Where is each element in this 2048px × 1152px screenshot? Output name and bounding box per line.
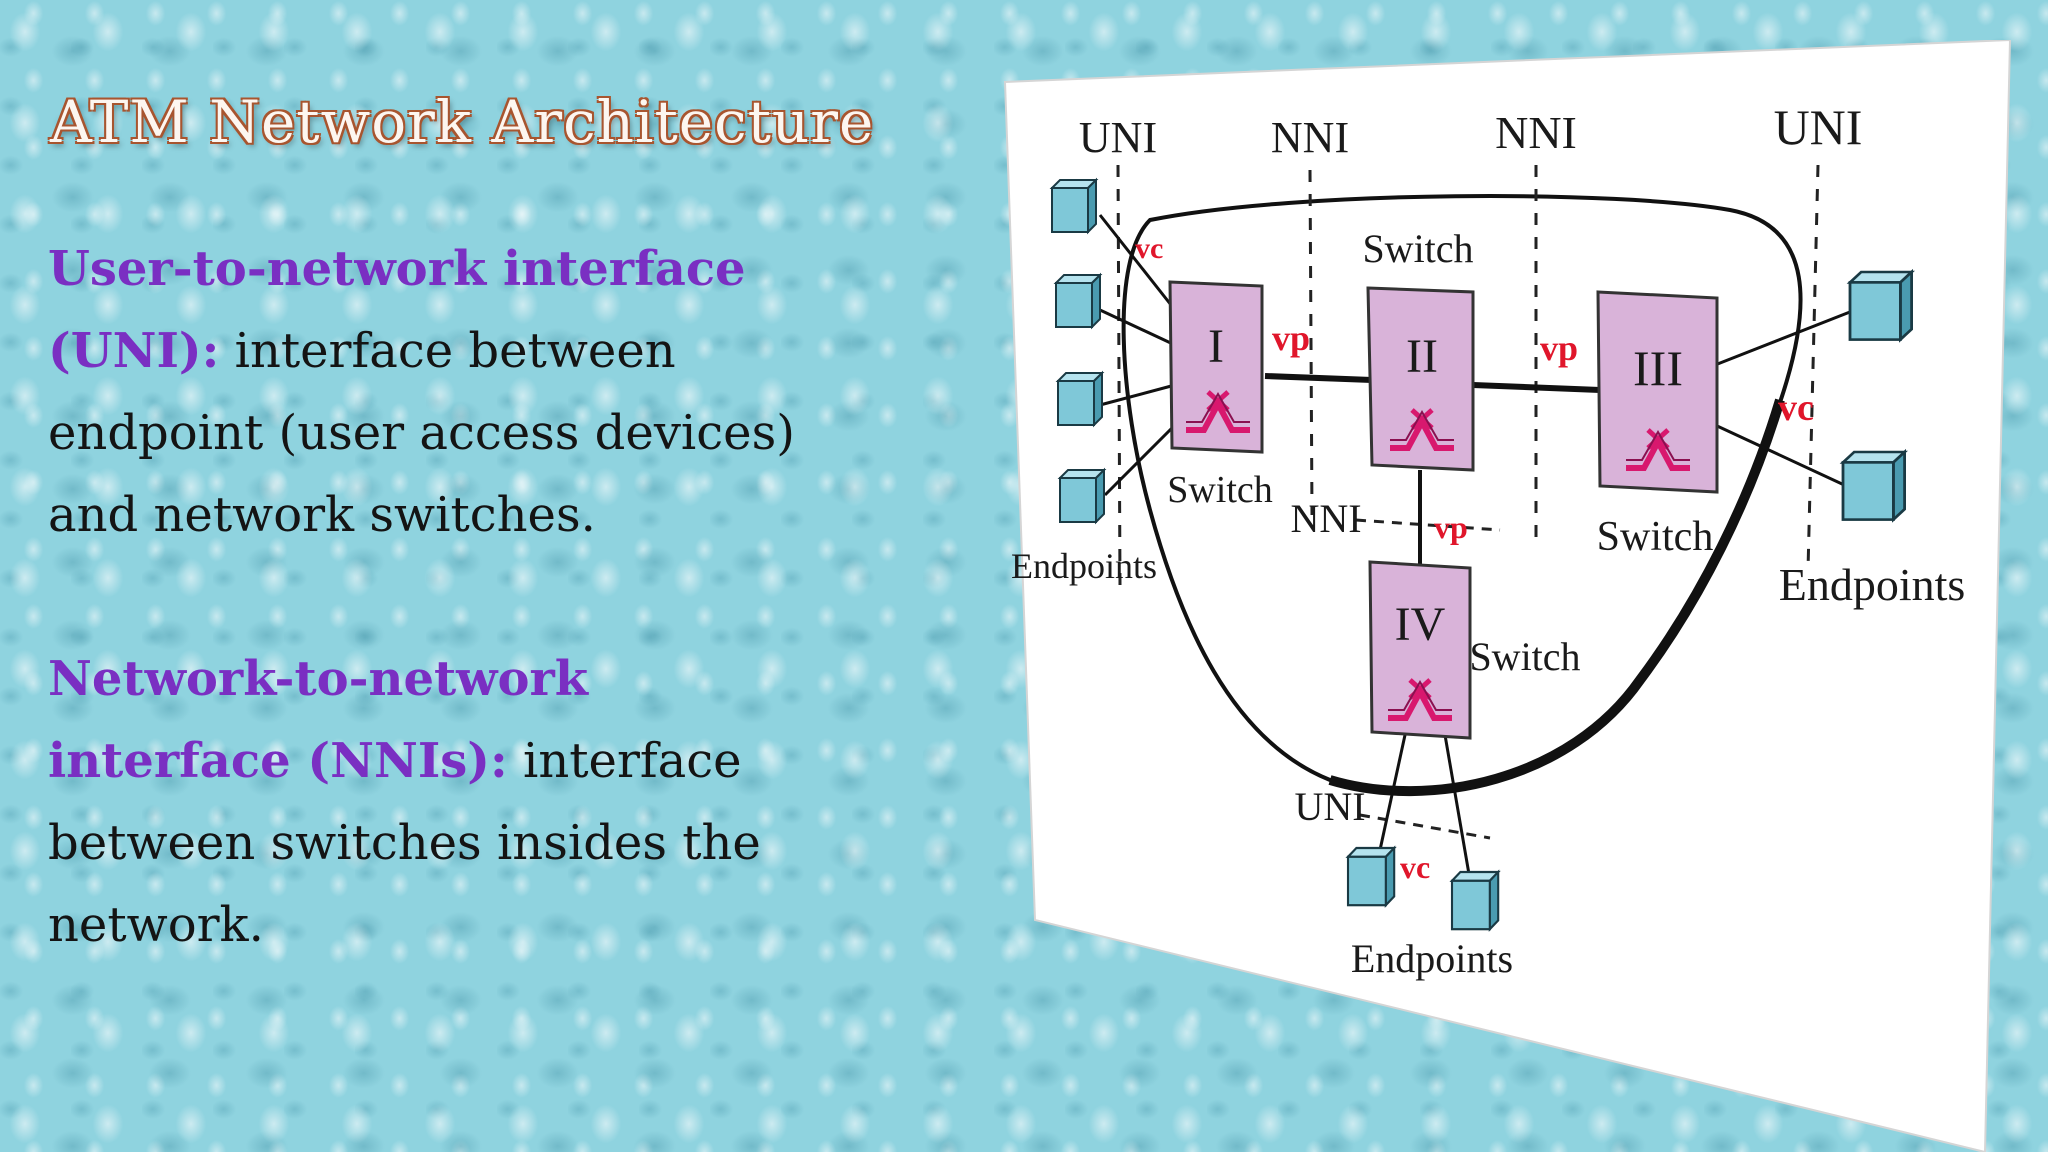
link-switch-1-2 [1264,373,1373,383]
switch-3: III Switch [1596,290,1719,560]
switch-2-label: Switch [1362,226,1473,271]
switch-3-numeral: III [1633,340,1683,396]
uni-dashed-line-right [1806,164,1820,571]
interface-label-nni-2: NNI [1495,107,1577,158]
link-ep-l4 [1103,418,1182,497]
interface-label-nni-3: NNI [1290,496,1361,541]
endpoint-right-1 [1848,270,1913,342]
endpoints-label-right: Endpoints [1779,559,1966,610]
network-boundary-heavy [1328,398,1785,797]
switch-4-numeral: IV [1395,598,1446,651]
connection-label-vc-left: vc [1135,232,1163,265]
link-ep-l2 [1099,308,1176,347]
endpoint-left-1 [1051,179,1097,233]
switch-4-label: Switch [1469,634,1580,679]
link-ep-l3 [1099,383,1176,407]
endpoint-left-3 [1057,372,1103,426]
interface-label-uni-left: UNI [1079,113,1157,162]
endpoint-bottom-1 [1346,846,1396,907]
diagram-canvas: I Switch II Switch III Switch IV Switch [1003,40,2012,1152]
nni-dashed-line-1 [1308,169,1314,516]
atm-network-diagram: I Switch II Switch III Switch IV Switch [1000,40,2020,1152]
endpoints-label-bottom: Endpoints [1351,936,1513,981]
link-ep-b1 [1378,734,1407,851]
uni-dashed-line-bottom [1359,813,1491,840]
switch-2-numeral: II [1406,330,1438,383]
switch-3-label: Switch [1597,514,1714,560]
endpoint-right-2 [1841,450,1906,521]
connection-label-vc-right: vc [1778,387,1814,429]
connection-label-vp-3: vp [1434,509,1468,545]
nni-description: interface between switches insides the n… [48,733,761,953]
uni-description: interface between endpoint (user access … [48,323,795,543]
switch-1: I Switch [1167,280,1273,511]
switch-2: II Switch [1362,226,1475,472]
switch-4: IV Switch [1368,560,1581,740]
connection-label-vp-1: vp [1272,318,1310,358]
slide-title: ATM Network Architecture [50,88,875,156]
endpoint-left-2 [1055,274,1101,328]
uni-term: User-to-network interface (UNI): [48,241,746,379]
connection-label-vp-2: vp [1540,328,1578,368]
endpoints-label-left: Endpoints [1011,546,1157,586]
link-ep-b2 [1443,734,1472,881]
interface-label-uni-bottom: UNI [1294,784,1365,829]
interface-label-nni-1: NNI [1271,113,1349,162]
endpoint-left-4 [1059,469,1105,523]
nni-dashed-line-3 [1355,518,1501,532]
uni-definition: User-to-network interface (UNI): interfa… [48,228,838,556]
interface-label-uni-right: UNI [1774,99,1863,155]
nni-term: Network-to-network interface (NNIs): [48,651,589,789]
link-ep-l1 [1098,214,1177,311]
switch-1-label: Switch [1167,469,1273,511]
link-ep-r1 [1714,308,1856,367]
link-switch-2-3 [1472,382,1601,393]
nni-definition: Network-to-network interface (NNIs): int… [48,638,838,966]
switch-1-numeral: I [1208,320,1224,373]
endpoint-bottom-2 [1450,870,1500,931]
connection-label-vc-bottom: vc [1400,849,1430,885]
link-ep-r2 [1714,423,1856,492]
